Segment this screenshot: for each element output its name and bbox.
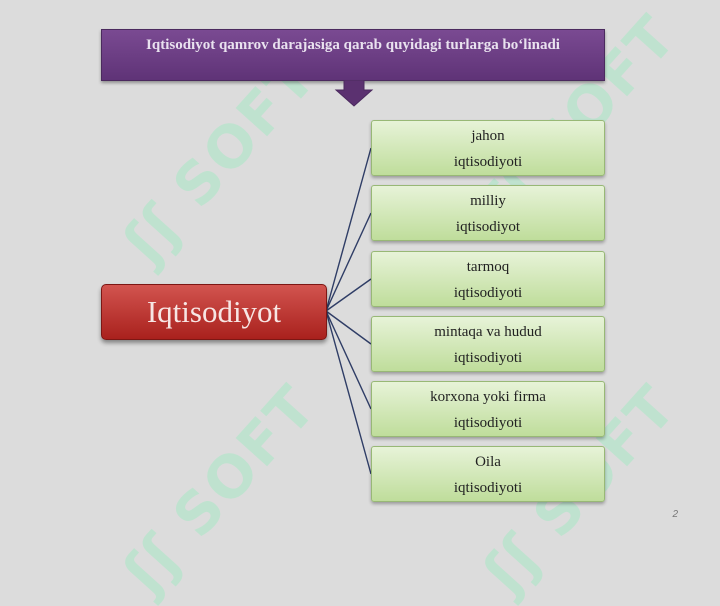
child-label-line2: iqtisodiyoti <box>453 480 523 496</box>
child-label-line2: iqtisodiyoti <box>453 415 523 431</box>
child-label-line2: iqtisodiyot <box>455 219 521 235</box>
child-node: korxona yoki firma iqtisodiyoti <box>371 381 605 437</box>
child-node: jahon iqtisodiyoti <box>371 120 605 176</box>
child-label-line1: tarmoq <box>466 259 510 275</box>
connector-line <box>325 310 372 345</box>
connector-line <box>325 310 372 410</box>
child-label-line1: mintaqa va hudud <box>434 324 542 340</box>
child-label-line2: iqtisodiyoti <box>453 285 523 301</box>
child-label-line1: jahon <box>471 128 505 144</box>
child-node: milliy iqtisodiyot <box>371 185 605 241</box>
title-banner: Iqtisodiyot qamrov darajasiga qarab quyi… <box>101 29 605 81</box>
connector-line <box>325 278 372 312</box>
title-text: Iqtisodiyot qamrov darajasiga qarab quyi… <box>146 37 560 53</box>
connector-line <box>325 310 372 475</box>
root-node: Iqtisodiyot <box>101 284 327 340</box>
child-node: mintaqa va hudud iqtisodiyoti <box>371 316 605 372</box>
page-number: 2 <box>672 509 678 520</box>
child-node: Oila iqtisodiyoti <box>371 446 605 502</box>
child-label-line1: milliy <box>470 193 506 209</box>
child-label-line2: iqtisodiyoti <box>453 154 523 170</box>
connector-lines <box>325 147 372 475</box>
connector-line <box>325 147 372 312</box>
child-label-line1: Oila <box>475 454 501 470</box>
root-label: Iqtisodiyot <box>146 294 282 329</box>
child-label-line2: iqtisodiyoti <box>453 350 523 366</box>
down-arrow-icon <box>334 80 374 107</box>
connector-line <box>325 212 372 312</box>
child-node: tarmoq iqtisodiyoti <box>371 251 605 307</box>
child-label-line1: korxona yoki firma <box>430 389 546 405</box>
